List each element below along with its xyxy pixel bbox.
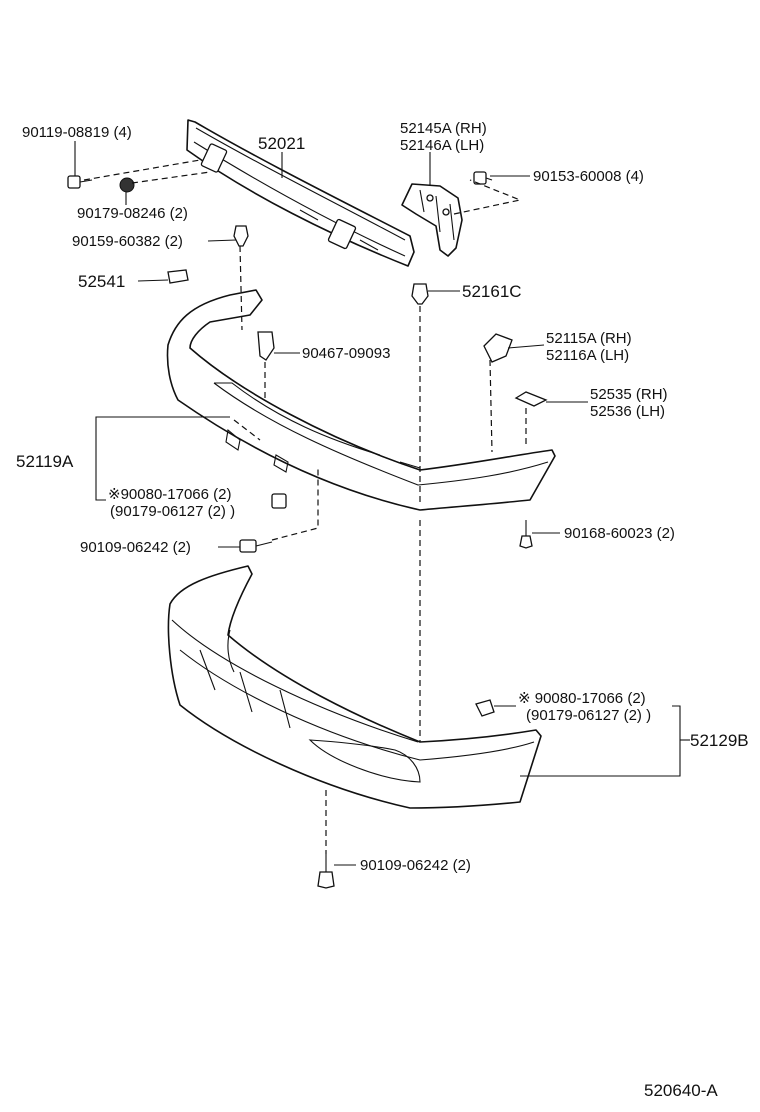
label-90179-06127-lower: (90179-06127 (2) ): [526, 707, 651, 724]
fastener-bolt-90109-upper: [239, 539, 273, 553]
label-90467-09093: 90467-09093: [302, 345, 390, 362]
label-90109-06242-upper: 90109-06242 (2): [80, 539, 191, 556]
label-52115a: 52115A (RH): [546, 330, 632, 347]
bumper-reinforcement: [186, 119, 415, 267]
fastener-bolt-90109-lower: [317, 854, 335, 889]
cap-52541: [167, 269, 189, 284]
label-52161c: 52161C: [462, 282, 522, 301]
label-52021: 52021: [258, 134, 305, 153]
label-90109-06242-lower: 90109-06242 (2): [360, 857, 471, 874]
fastener-nut-52119-side: [271, 493, 287, 509]
label-52536: 52536 (LH): [590, 403, 665, 420]
alignment-lines: [83, 159, 527, 854]
diagram-code: 520640-A: [644, 1081, 718, 1100]
label-52146a: 52146A (LH): [400, 137, 484, 154]
label-90179-08246: 90179-08246 (2): [77, 205, 188, 222]
clip-52161c: [411, 283, 429, 305]
bracket-52115a: [483, 333, 513, 363]
label-90153-60008: 90153-60008 (4): [533, 168, 644, 185]
label-90080-17066-upper: ※90080-17066 (2): [108, 486, 232, 503]
bracket-52535: [514, 391, 548, 407]
fastener-bolt-90119: [67, 175, 93, 189]
label-52116a: 52116A (LH): [546, 347, 629, 364]
bumper-cover-upper: [166, 289, 556, 511]
label-52119a: 52119A: [16, 452, 74, 471]
label-90119-08819: 90119-08819 (4): [22, 124, 132, 141]
label-90080-17066-lower: ※ 90080-17066 (2): [518, 690, 646, 707]
fastener-nut-90179: [119, 177, 135, 193]
label-52145a: 52145A (RH): [400, 120, 487, 137]
fastener-90467: [257, 331, 275, 361]
label-52535: 52535 (RH): [590, 386, 668, 403]
fastener-screw-90168: [519, 520, 533, 549]
fastener-nut-52129-side: [475, 699, 495, 717]
label-90179-06127-upper: (90179-06127 (2) ): [110, 503, 235, 520]
label-90168-60023: 90168-60023 (2): [564, 525, 675, 542]
label-52129b: 52129B: [690, 731, 749, 750]
leader-lines: [74, 141, 690, 866]
label-52541: 52541: [78, 272, 125, 291]
fastener-clip-90159: [233, 225, 249, 247]
label-90159-60382: 90159-60382 (2): [72, 233, 183, 250]
bumper-retainer-bracket: [401, 183, 463, 257]
bumper-cover-lower: [167, 565, 542, 809]
part-labels: 90119-08819 (4) 52021 90179-08246 (2) 90…: [16, 120, 749, 1100]
